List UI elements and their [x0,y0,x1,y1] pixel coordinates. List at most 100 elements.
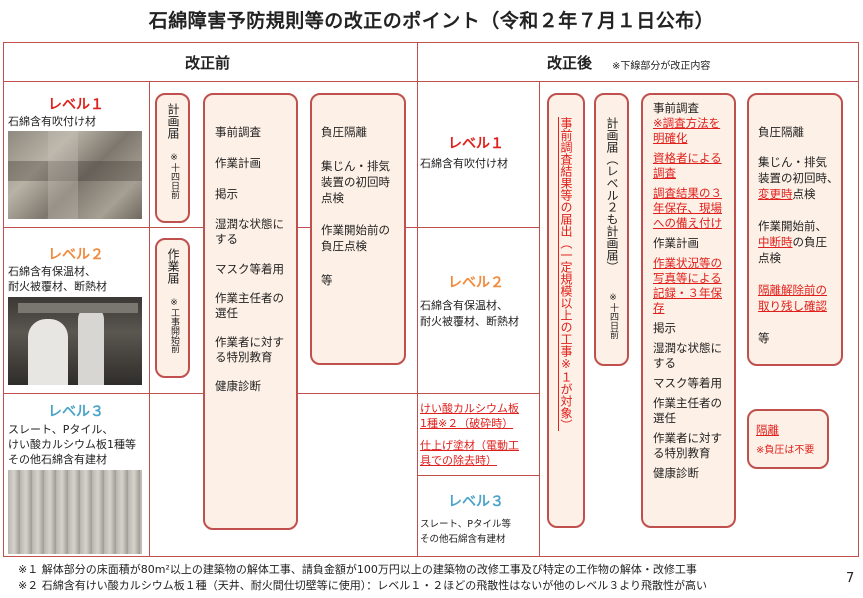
after-header: 改正後 [547,54,593,72]
before-level2-material-1: 石綿含有保温材、 [8,265,96,278]
after-measure-line: マスク等着用 [653,376,722,390]
before-isolation-4: 点検 [321,191,344,205]
after-isolation-10: 等 [758,331,770,345]
after-isolation-6: 中断時の負圧 [758,235,827,250]
after-level3-new-1: けい酸カルシウム板 [420,402,519,415]
before-measure-chief-1: 作業主任者の [215,291,284,305]
before-measure-wet-2: する [215,232,238,246]
after-isolation-2: 集じん・排気 [758,155,827,169]
footnote-1: ※１ 解体部分の床面積が80m²以上の建築物の解体工事、請負金額が100万円以上… [18,563,697,576]
after-level2-material-2: 耐火被覆材、断熱材 [420,315,519,328]
after-isolation-4-red: 変更時 [758,187,793,201]
after-level3-new-3: 仕上げ塗材（電動工 [420,439,519,452]
sprayed-asbestos-photo [8,131,142,219]
before-isolation-6: 負圧点検 [321,239,367,253]
before-isolation-box: 負圧隔離 集じん・排気 装置の初回時 点検 作業開始前の 負圧点検 等 [310,93,406,365]
before-measure-wet-1: 湿潤な状態に [215,217,284,231]
after-survey-report-box: 事前調査結果等の届出（一定規模以上の工事※１が対象） [547,93,585,528]
after-measure-line: 作業主任者の [653,396,722,410]
before-measure-health: 健康診断 [215,379,261,393]
before-header: 改正前 [185,54,231,72]
before-level2-material-2: 耐火被覆材、断熱材 [8,280,107,293]
after-plan-notice-note: ※十四日前 [608,293,618,339]
after-measure-line: 調査結果の３ [653,186,722,200]
after-level2-material-1: 石綿含有保温材、 [420,299,508,312]
after-measure-line: 存 [653,301,665,315]
after-measure-line: ※調査方法を [653,116,721,130]
after-measure-line: 記録・３年保 [653,286,722,300]
after-isolation-9: 取り残し確認 [758,299,827,313]
after-measure-line: 健康診断 [653,466,699,480]
after-header-note: ※下線部分が改正内容 [612,61,711,72]
after-measure-line: 選任 [653,411,676,425]
before-isolation-5: 作業開始前の [321,223,390,237]
before-measure-mask: マスク等着用 [215,262,284,276]
page-number: 7 [846,571,855,586]
before-level3-label: レベル３ [48,404,104,420]
after-level3-label: レベル３ [448,494,504,510]
after-measure-line: 掲示 [653,321,676,335]
after-measure-line: 事前調査 [653,101,699,115]
before-measures-box: 事前調査 作業計画 掲示 湿潤な状態に する マスク等着用 作業主任者の 選任 … [203,93,298,530]
before-level3-material-1: スレート、Pタイル、 [8,423,114,436]
page-title: 石綿障害予防規則等の改正のポイント（令和２年７月１日公布） [148,10,715,32]
before-measure-plan: 作業計画 [215,156,261,170]
after-isolation-6-red: 中断時 [758,235,793,249]
after-level3-isolation-title: 隔離 [756,423,779,437]
after-isolation-6-suffix: の負圧 [792,235,828,249]
after-measure-line: する [653,356,676,370]
after-measure-line: 年保存、現場 [653,201,722,215]
after-level2-label: レベル２ [448,275,504,291]
before-plan-notice-note: ※十四日前 [169,153,179,199]
before-measure-chief-2: 選任 [215,306,238,320]
before-measure-sign: 掲示 [215,187,238,201]
after-measure-line: 写真等による [653,271,722,285]
after-isolation-1: 負圧隔離 [758,125,804,139]
after-isolation-8: 隔離解除前の [758,283,827,297]
before-level3-material-2: けい酸カルシウム板1種等 [8,438,136,451]
after-measure-line: 調査 [653,166,676,180]
after-level3-new-4: 具での除去時） [420,454,497,467]
after-isolation-5: 作業開始前、 [758,219,827,233]
after-measure-line: 作業計画 [653,236,699,250]
after-plan-notice-title: 計画届（レベル２も計画届） [605,117,619,273]
after-plan-notice-box: 計画届（レベル２も計画届） ※十四日前 [594,93,629,366]
before-level1-label: レベル１ [48,97,104,113]
after-level3-new-2: 1種※２（破砕時） [420,417,514,430]
before-level1-material: 石綿含有吹付け材 [8,115,96,128]
after-measure-line: る特別教育 [653,446,711,460]
after-measure-line: 湿潤な状態に [653,341,722,355]
after-level3-material-2: その他石綿含有建材 [420,534,506,545]
after-isolation-4-suffix: 点検 [792,187,816,201]
before-isolation-1: 負圧隔離 [321,125,367,139]
before-work-notice-note: ※工事開始前 [169,298,179,353]
after-survey-report-text: 事前調査結果等の届出（一定規模以上の工事※１が対象） [559,117,573,431]
after-level3-isolation-box: 隔離 ※負圧は不要 [747,409,829,469]
after-level3-material-1: スレート、Pタイル等 [420,519,512,530]
before-measure-training-2: る特別教育 [215,350,273,364]
after-measure-line: 作業者に対す [653,431,722,445]
before-measure-survey: 事前調査 [215,125,261,139]
after-isolation-4: 変更時点検 [758,187,816,202]
after-level1-material: 石綿含有吹付け材 [420,157,508,170]
footnote-2: ※２ 石綿含有けい酸カルシウム板１種（天井、耐火間仕切壁等に使用）：レベル１・２… [18,579,707,592]
after-level3-isolation-note: ※負圧は不要 [756,445,815,456]
before-isolation-7: 等 [321,273,333,287]
insulation-pipe-photo [8,297,142,385]
after-isolation-7: 点検 [758,251,781,265]
before-level3-material-3: その他石綿含有建材 [8,453,107,466]
before-plan-notice-title: 計画届 [166,103,180,139]
before-level2-label: レベル２ [48,247,104,263]
after-measure-line: への備え付け [653,216,722,230]
before-isolation-3: 装置の初回時 [321,175,390,189]
after-isolation-box: 負圧隔離 集じん・排気 装置の初回時、 変更時点検 作業開始前、 中断時の負圧 … [747,93,843,366]
before-work-notice-box: 作業届 ※工事開始前 [155,238,190,378]
after-measure-line: 資格者による [653,151,722,165]
before-measure-training-1: 作業者に対す [215,335,284,349]
after-measure-line: 明確化 [653,131,688,145]
before-plan-notice-box: 計画届 ※十四日前 [155,93,190,223]
before-isolation-2: 集じん・排気 [321,159,390,173]
slate-photo [8,470,142,554]
before-work-notice-title: 作業届 [166,248,180,284]
